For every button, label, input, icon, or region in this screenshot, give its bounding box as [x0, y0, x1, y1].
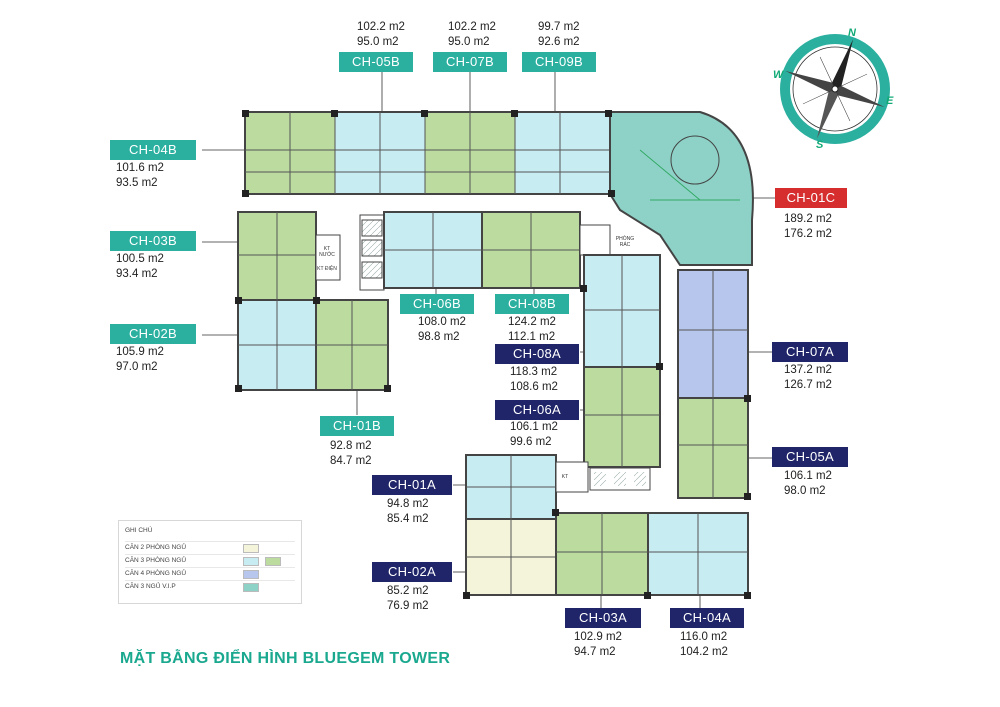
unit-tag-ch07a: CH-07A: [772, 342, 848, 362]
legend-swatch: [243, 570, 259, 579]
phong-rac-label: PHÒNG RÁC: [615, 236, 635, 248]
compass-e: E: [886, 95, 894, 107]
legend-item-vip: CĂN 3 NGỦ V.I.P: [125, 580, 295, 593]
unit-tag-ch03a: CH-03A: [565, 608, 641, 628]
kt-nuoc-label: KT NƯỚC: [319, 246, 335, 258]
unit-tag-ch02b: CH-02B: [110, 324, 196, 344]
unit-tag-ch09b: CH-09B: [522, 52, 596, 72]
unit-tag-ch08a: CH-08A: [495, 344, 579, 364]
compass-w: W: [773, 69, 785, 81]
unit-tag-ch01a: CH-01A: [372, 475, 452, 495]
legend-item-4pn: CĂN 4 PHÒNG NGỦ: [125, 567, 295, 580]
unit-tag-ch03b: CH-03B: [110, 231, 196, 251]
kt-label: KT: [561, 474, 569, 480]
unit-tag-ch01b: CH-01B: [320, 416, 394, 436]
unit-tag-ch05b: CH-05B: [339, 52, 413, 72]
legend-swatch: [243, 544, 259, 553]
compass-icon: N E S W: [773, 27, 894, 151]
compass-n: N: [848, 27, 857, 39]
unit-tag-ch04a: CH-04A: [670, 608, 744, 628]
legend: GHI CHÚ CĂN 2 PHÒNG NGỦ CĂN 3 PHÒNG NGỦ …: [118, 520, 302, 604]
unit-tag-ch04b: CH-04B: [110, 140, 196, 160]
unit-tag-ch07b: CH-07B: [433, 52, 507, 72]
legend-item-2pn: CĂN 2 PHÒNG NGỦ: [125, 541, 295, 554]
unit-tag-ch06b: CH-06B: [400, 294, 474, 314]
legend-title: GHI CHÚ: [125, 527, 153, 534]
legend-swatch: [243, 583, 259, 592]
page-title: MẶT BẰNG ĐIỂN HÌNH BLUEGEM TOWER: [120, 650, 451, 667]
unit-tag-ch06a: CH-06A: [495, 400, 579, 420]
unit-tag-ch05a: CH-05A: [772, 447, 848, 467]
unit-tag-ch01c: CH-01C: [775, 188, 847, 208]
legend-item-3pn: CĂN 3 PHÒNG NGỦ: [125, 554, 295, 567]
compass-s: S: [816, 139, 824, 151]
kt-dien-label: KT ĐIỆN: [317, 266, 337, 272]
legend-swatch: [243, 557, 259, 566]
unit-tag-ch08b: CH-08B: [495, 294, 569, 314]
legend-swatch: [265, 557, 281, 566]
unit-tag-ch02a: CH-02A: [372, 562, 452, 582]
